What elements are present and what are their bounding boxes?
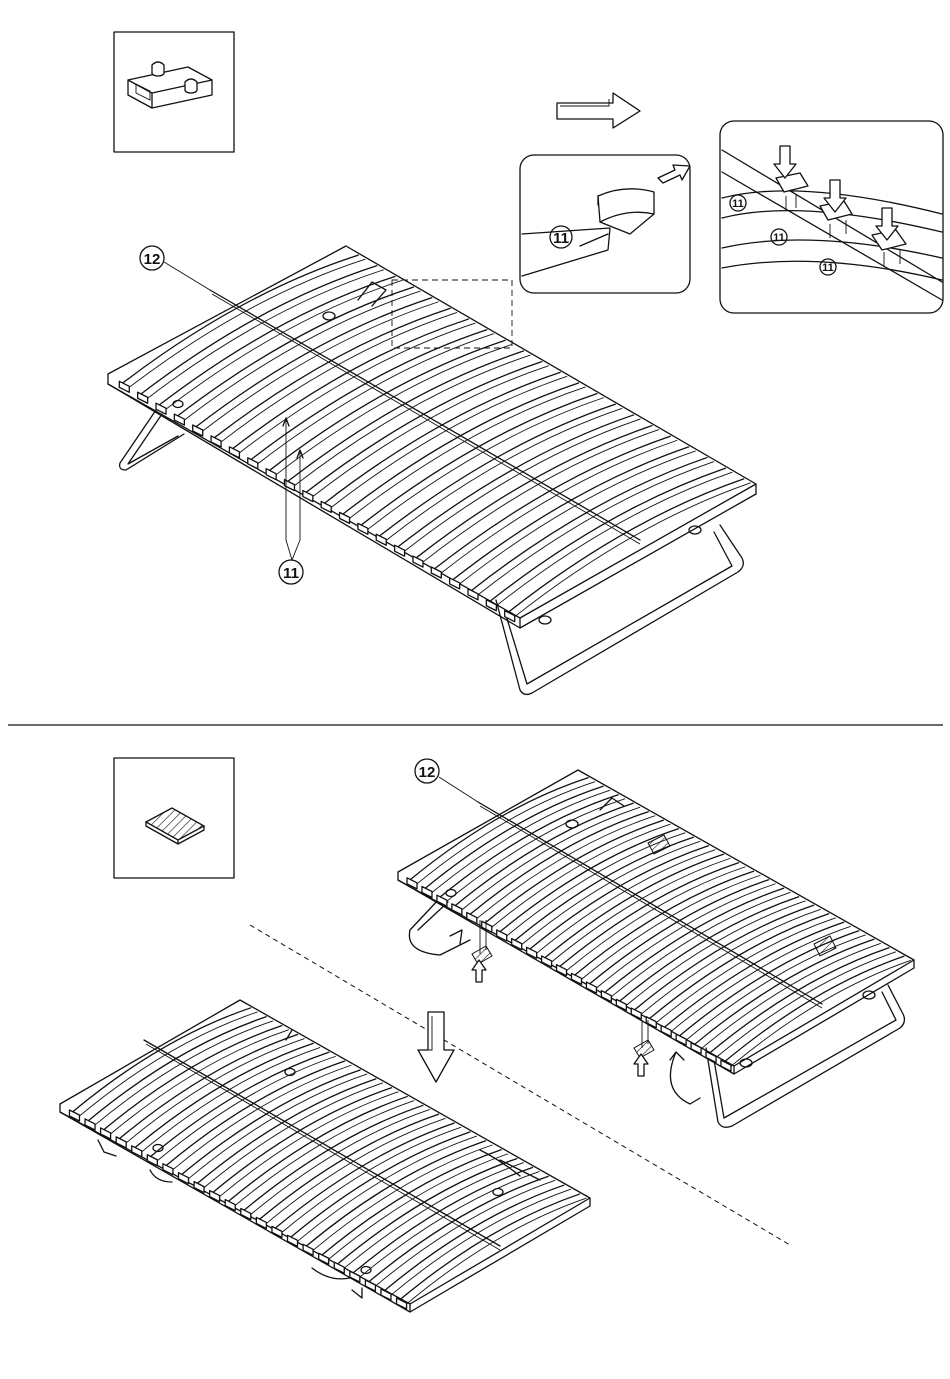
- slat-edge: [731, 960, 911, 1066]
- callout-label: 11: [773, 232, 785, 244]
- slat-holder-cap-icon: [128, 62, 212, 108]
- slatted-bed-frame-folded: [60, 1000, 590, 1312]
- callout-label: 12: [144, 251, 161, 268]
- slat-edge: [656, 918, 835, 1023]
- callout-label: 11: [732, 198, 744, 210]
- up-arrow-icon: [634, 1054, 648, 1076]
- slat: [410, 778, 588, 880]
- slat-edge: [611, 892, 790, 996]
- rubber-pad-icon: [146, 808, 204, 844]
- slat: [72, 1008, 250, 1112]
- slat: [455, 803, 633, 906]
- right-arrow-icon: [557, 93, 640, 128]
- step2-part-box: [114, 758, 234, 878]
- up-arrow-icon: [472, 960, 486, 982]
- slat-edge: [716, 952, 896, 1058]
- slatted-bed-frame-upright: 12: [398, 759, 914, 1127]
- fold-guide-line: [250, 925, 790, 1245]
- slatted-bed-frame-top: 11 12: [108, 246, 756, 694]
- insert-arrow-icon: [658, 165, 690, 183]
- slat: [88, 1017, 266, 1121]
- detail-b-panel: 11 11 11: [720, 121, 943, 313]
- slat-edge: [596, 884, 775, 988]
- center-strap: [144, 1040, 500, 1246]
- down-arrow-icon: [418, 1012, 454, 1082]
- slat-edge: [686, 935, 866, 1040]
- center-strap: [478, 802, 822, 1004]
- callout-label: 12: [419, 764, 436, 781]
- slat-edge: [626, 901, 805, 1006]
- callout-label: 11: [283, 565, 299, 582]
- slat: [425, 786, 603, 888]
- detail-a-panel: 11: [520, 155, 690, 293]
- down-arrow-icon: [774, 146, 796, 178]
- callout-label: 11: [822, 262, 834, 274]
- slat-edge: [641, 909, 820, 1014]
- slat-edge: [417, 782, 595, 884]
- slat: [440, 795, 618, 897]
- step1-part-box: [114, 32, 234, 152]
- slat-edge: [515, 483, 751, 617]
- callout-label: 11: [553, 230, 569, 247]
